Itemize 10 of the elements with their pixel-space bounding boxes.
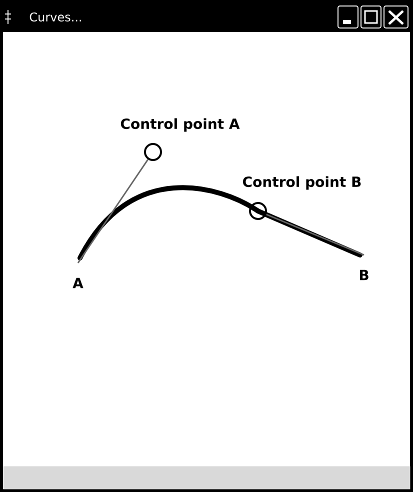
tangent-line — [266, 214, 364, 256]
diagram-title: Curves... — [30, 12, 82, 22]
point-label: A — [72, 278, 84, 288]
tangent-line — [77, 159, 149, 264]
point-label: Control point B — [243, 176, 361, 190]
point-label: Control point A — [120, 118, 240, 132]
point-label: B — [360, 270, 368, 280]
control-point-circle — [144, 143, 162, 161]
control-point-circle — [249, 202, 267, 220]
status-bar — [3, 466, 410, 490]
